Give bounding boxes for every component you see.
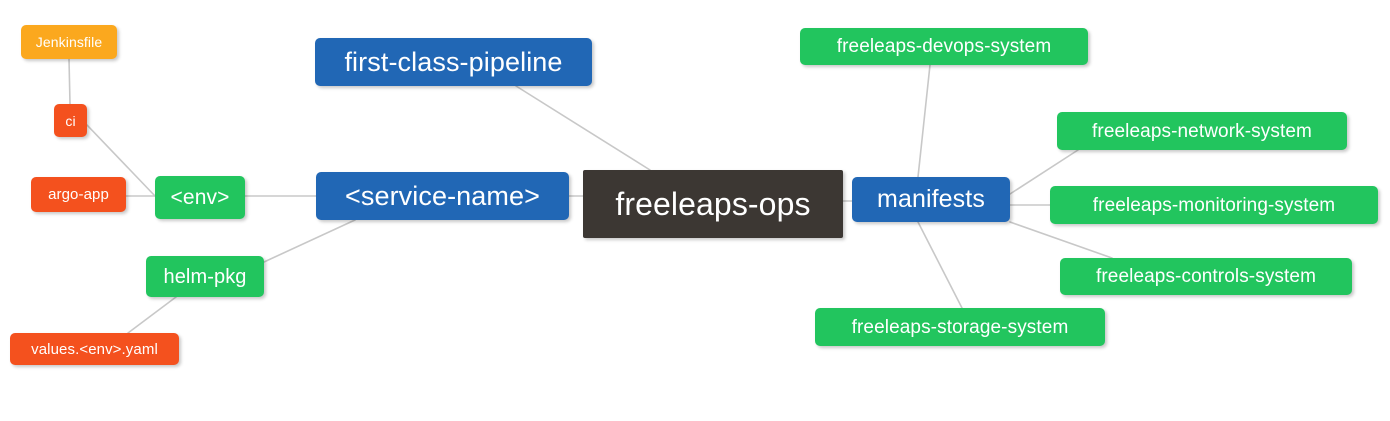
node-first-class-pipeline[interactable]: first-class-pipeline [315, 38, 592, 86]
node-helm-pkg[interactable]: helm-pkg [146, 256, 264, 297]
node-manifests[interactable]: manifests [852, 177, 1010, 222]
edge-manifests-to-freeleaps-controls-system [1009, 221, 1113, 259]
node-freeleaps-controls-system[interactable]: freeleaps-controls-system [1060, 258, 1352, 295]
node-freeleaps-network-system[interactable]: freeleaps-network-system [1057, 112, 1347, 150]
node-freeleaps-storage-system[interactable]: freeleaps-storage-system [815, 308, 1105, 346]
node-env[interactable]: <env> [155, 176, 245, 219]
edge-first-class-pipeline-to-freeleaps-ops [515, 85, 651, 171]
node-jenkinsfile[interactable]: Jenkinsfile [21, 25, 117, 59]
node-freeleaps-devops-system[interactable]: freeleaps-devops-system [800, 28, 1088, 65]
node-argo-app[interactable]: argo-app [31, 177, 126, 212]
edge-service-name-to-helm-pkg [263, 219, 356, 263]
edge-jenkinsfile-to-ci [68, 58, 71, 105]
node-service-name[interactable]: <service-name> [316, 172, 569, 220]
node-values-yaml[interactable]: values.<env>.yaml [10, 333, 179, 365]
node-freeleaps-ops[interactable]: freeleaps-ops [583, 170, 843, 238]
edge-manifests-to-freeleaps-devops-system [917, 64, 931, 178]
node-freeleaps-monitoring-system[interactable]: freeleaps-monitoring-system [1050, 186, 1378, 224]
edge-helm-pkg-to-values-yaml [127, 296, 177, 334]
edge-manifests-to-freeleaps-storage-system [917, 221, 963, 309]
node-ci[interactable]: ci [54, 104, 87, 137]
